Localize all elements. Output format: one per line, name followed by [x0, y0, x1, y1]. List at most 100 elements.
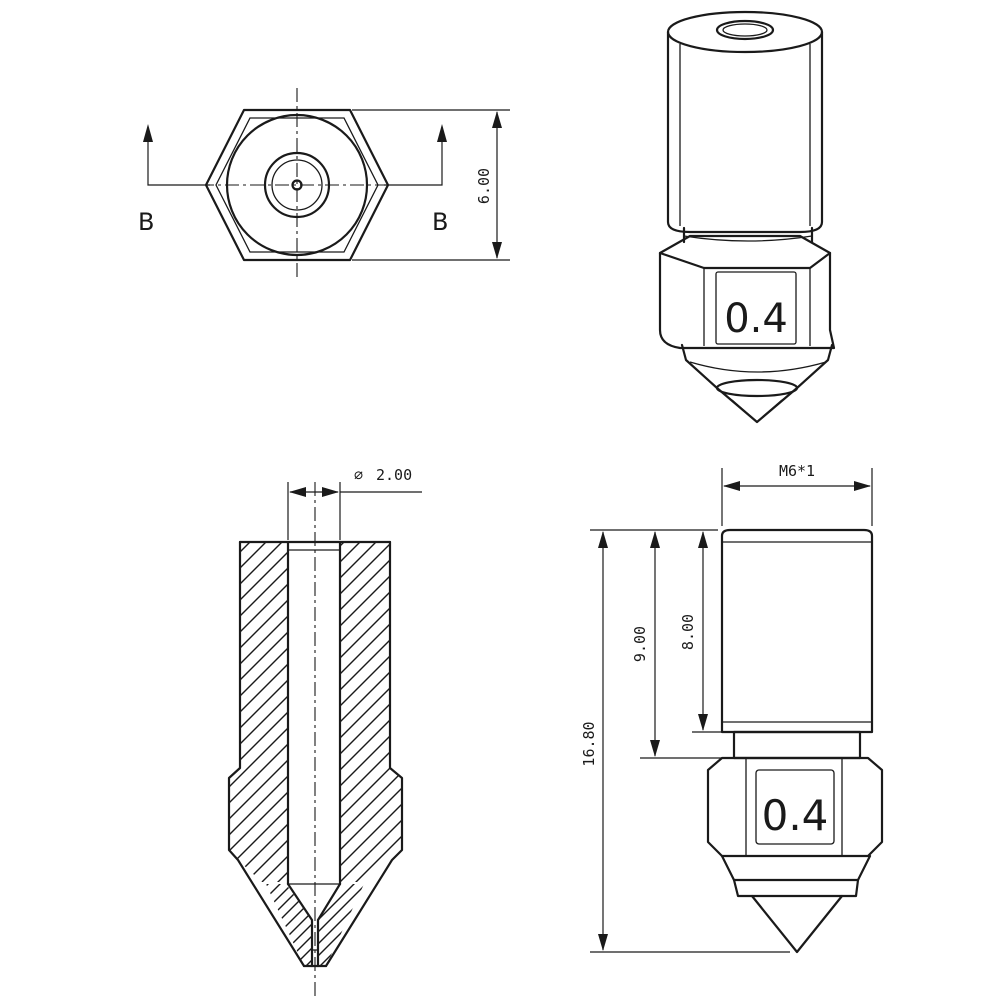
- side-hex-nut: [706, 756, 884, 858]
- hatch-line: [340, 542, 379, 882]
- hatch-line: [229, 542, 288, 882]
- dimension-bore-label: 2.00: [376, 466, 412, 484]
- hatch-line: [318, 884, 364, 966]
- hatch-line: [340, 542, 402, 882]
- hatch-line: [340, 542, 402, 882]
- dimension-hex-width: [352, 109, 510, 261]
- side-shoulder: [732, 730, 862, 760]
- hatch-line: [351, 884, 364, 966]
- side-taper: [720, 854, 872, 882]
- hatch-line: [229, 542, 288, 882]
- section-outer-right: [324, 540, 404, 968]
- hatch-line: [340, 542, 402, 882]
- side-view: 0.4 M6*1 16.80 9.: [580, 462, 884, 954]
- hatch-line: [229, 542, 288, 882]
- hatch-line: [229, 542, 288, 882]
- hatch-line: [340, 542, 402, 882]
- hatch-line: [229, 542, 288, 882]
- section-label-right: B: [432, 208, 448, 236]
- hatch-line: [229, 542, 253, 882]
- hatch-line: [277, 884, 312, 966]
- bore-inner-circle: [271, 159, 323, 211]
- hatch-line: [340, 542, 402, 882]
- hatch-line: [229, 542, 288, 882]
- hatch-line: [253, 542, 288, 882]
- section-bore-cone: [286, 882, 342, 968]
- hatch-line: [266, 884, 297, 966]
- hatch-line: [229, 542, 288, 882]
- dimension-thread-length-label: 8.00: [679, 614, 697, 650]
- hatch-line: [340, 542, 402, 882]
- hatch-line: [363, 542, 402, 882]
- iso-thread-cylinder: [666, 30, 824, 234]
- hatch-line: [170, 880, 260, 970]
- hatch-line: [0, 540, 220, 970]
- section-marker-right: [384, 124, 447, 186]
- hatch-line: [339, 884, 364, 966]
- hatch-line: [229, 542, 288, 882]
- dimension-thread-length: [692, 531, 722, 733]
- hatch-line: [318, 884, 364, 966]
- dimension-hex-width-label: 6.00: [475, 168, 493, 204]
- hatch-line: [340, 542, 402, 882]
- iso-size-engraving: 0.4: [724, 296, 788, 342]
- iso-engrave-panel: [715, 271, 797, 345]
- hatch-line: [340, 542, 402, 882]
- side-engrave-panel: [755, 769, 835, 845]
- hatch-line: [229, 542, 288, 882]
- hatch-line: [340, 542, 402, 882]
- section-label-left: B: [138, 208, 154, 236]
- hatch-line: [229, 542, 285, 882]
- hatch-line: [266, 884, 312, 966]
- hex-chamfer-outline: [215, 117, 379, 253]
- hatch-line: [340, 542, 402, 882]
- hatch-line: [285, 542, 288, 882]
- side-tip-cone: [750, 894, 844, 954]
- hatch-line: [229, 542, 288, 882]
- hatch-line: [269, 542, 288, 882]
- hatch-line: [340, 542, 402, 882]
- dimension-bore: [287, 482, 422, 540]
- hatch-line: [229, 542, 288, 882]
- hatch-line: [229, 542, 237, 882]
- hatch-line: [229, 542, 269, 882]
- hatch-line: [229, 542, 288, 882]
- hatch-line: [289, 884, 312, 966]
- hatch-line: [340, 542, 402, 882]
- hatch-line: [340, 542, 402, 882]
- hatch-line: [395, 542, 402, 882]
- hatch-line: [318, 884, 364, 966]
- dimension-thread: [721, 468, 873, 526]
- section-outer-left: [227, 540, 306, 968]
- side-size-engraving: 0.4: [762, 791, 829, 840]
- iso-taper: [680, 343, 834, 390]
- hatch-line: [340, 542, 402, 882]
- dimension-total-length: [590, 529, 790, 953]
- dimension-bore-symbol: ⌀: [354, 466, 363, 484]
- hatch-line: [340, 542, 402, 882]
- iso-bore-opening: [715, 19, 775, 41]
- hatch-line: [266, 884, 285, 966]
- hatch-line: [229, 542, 288, 882]
- hatch-line: [318, 884, 335, 966]
- hatch-line: [229, 542, 288, 882]
- hatch-line: [340, 542, 402, 882]
- hatch-line: [363, 884, 364, 966]
- hatch-line: [347, 542, 402, 882]
- dimension-to-shoulder: [640, 531, 730, 759]
- hatch-line: [229, 542, 288, 882]
- section-hatch-right: [340, 542, 402, 882]
- dimension-total-length-label: 16.80: [580, 721, 598, 766]
- hatch-line: [220, 880, 310, 970]
- end-view: B B 6.00: [138, 88, 510, 280]
- side-thread-cylinder: [720, 528, 874, 734]
- hatch-line: [229, 542, 288, 882]
- hatch-line: [340, 542, 402, 882]
- hatch-line: [340, 542, 402, 882]
- hatch-line: [318, 884, 323, 966]
- isometric-view: 0.4: [658, 10, 836, 424]
- hatch-line: [340, 542, 402, 882]
- iso-hex-nut: [658, 251, 836, 350]
- hatch-line: [314, 880, 404, 970]
